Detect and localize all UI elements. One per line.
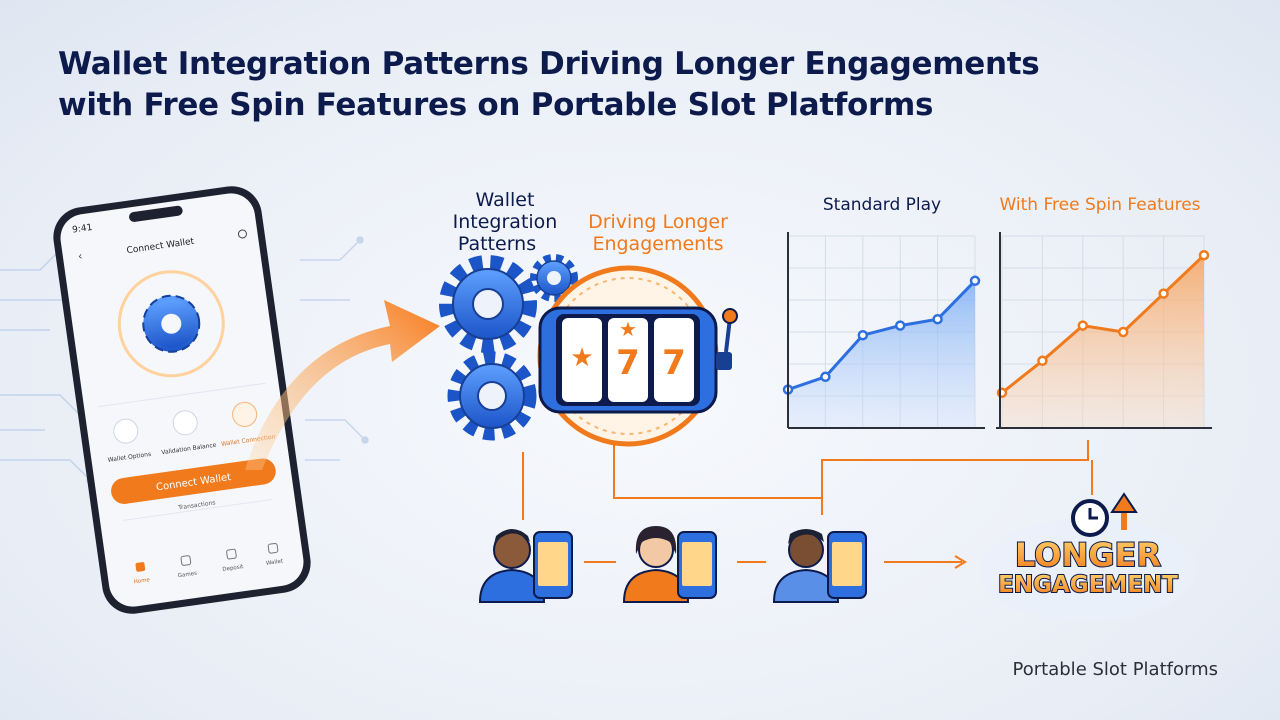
standard-play-area xyxy=(788,280,975,428)
standard-play-point xyxy=(820,371,831,383)
balance-option-icon[interactable] xyxy=(172,409,199,436)
connect-wallet-button[interactable] xyxy=(109,457,277,506)
free-spin-title: With Free Spin Features xyxy=(999,195,1200,215)
free-spin-point xyxy=(1077,320,1089,331)
badge-line-1: LONGER xyxy=(1015,536,1161,574)
back-icon[interactable]: ‹ xyxy=(77,250,83,263)
gear-icon-large-bottom xyxy=(447,351,537,441)
nav-home-label: Home xyxy=(133,577,151,585)
page-title: Wallet Integration Patterns Driving Long… xyxy=(58,44,1158,126)
nav-wallet-icon[interactable] xyxy=(267,542,279,554)
person-1-playing xyxy=(478,529,573,603)
standard-play-line xyxy=(787,279,977,392)
standard-play-point xyxy=(969,275,981,287)
person-2-playing xyxy=(622,526,717,603)
free-spin-point xyxy=(1158,288,1169,299)
slot-machine-icon: ★ ★ 7 7 xyxy=(537,265,738,447)
standard-play-point xyxy=(932,313,943,325)
wallet-integration-label-1: Wallet xyxy=(476,189,535,211)
nav-deposit-icon[interactable] xyxy=(226,548,237,560)
circuit-lines-right xyxy=(300,236,369,461)
svg-text:★: ★ xyxy=(619,317,637,341)
gear-ring xyxy=(117,270,225,378)
phone: 9:41 ‹ Connect Wallet Wallet Options Val… xyxy=(53,186,311,614)
driving-longer-label-1: Driving Longer xyxy=(588,211,728,233)
slot-seven-2: 7 xyxy=(662,343,686,383)
nav-games-icon[interactable] xyxy=(180,555,192,566)
flow-connectors xyxy=(522,440,1093,569)
slot-seven-1: 7 xyxy=(616,343,640,383)
info-icon[interactable] xyxy=(237,229,247,239)
wallet-integration-label-2: Integration xyxy=(453,211,558,233)
gear-icon-small xyxy=(530,254,578,302)
person-3-playing xyxy=(772,529,867,603)
title-line-1: Wallet Integration Patterns Driving Long… xyxy=(58,46,1040,82)
free-spin-chart xyxy=(996,232,1212,429)
title-line-2: with Free Spin Features on Portable Slot… xyxy=(58,87,934,123)
wallet-option-icon[interactable] xyxy=(112,418,139,445)
svg-text:★: ★ xyxy=(570,343,593,373)
phone-bottom-nav: Home Games Deposit Wallet xyxy=(133,542,285,585)
free-spin-point xyxy=(1037,355,1048,367)
standard-play-title: Standard Play xyxy=(823,195,941,215)
standard-play-chart xyxy=(782,232,985,429)
slot-lever-knob xyxy=(722,308,738,324)
driving-longer-label-2: Engagements xyxy=(592,233,723,255)
free-spin-line xyxy=(1001,254,1206,394)
badge-line-2: ENGAGEMENT xyxy=(998,572,1178,598)
connection-option-icon[interactable] xyxy=(231,401,258,428)
free-spin-area xyxy=(1002,255,1204,428)
arrow-up-icon xyxy=(1110,492,1138,530)
nav-games-label: Games xyxy=(177,571,197,580)
free-spin-point xyxy=(1117,326,1129,338)
standard-play-point xyxy=(857,329,869,341)
footer-label: Portable Slot Platforms xyxy=(1012,659,1218,680)
standard-play-point xyxy=(894,320,906,331)
phone-time: 9:41 xyxy=(72,223,93,236)
nav-home-icon[interactable] xyxy=(135,562,146,572)
wallet-gear-icon xyxy=(142,294,201,353)
gear-icon-large-top xyxy=(439,255,537,353)
clock-icon xyxy=(1071,499,1109,537)
wallet-integration-label-3: Patterns xyxy=(458,233,536,255)
nav-deposit-label: Deposit xyxy=(222,564,244,573)
flow-arrow xyxy=(245,300,440,470)
nav-wallet-label: Wallet xyxy=(266,558,285,566)
longer-engagement-badge: LONGER ENGAGEMENT xyxy=(980,492,1196,622)
free-spin-point xyxy=(1198,249,1210,261)
